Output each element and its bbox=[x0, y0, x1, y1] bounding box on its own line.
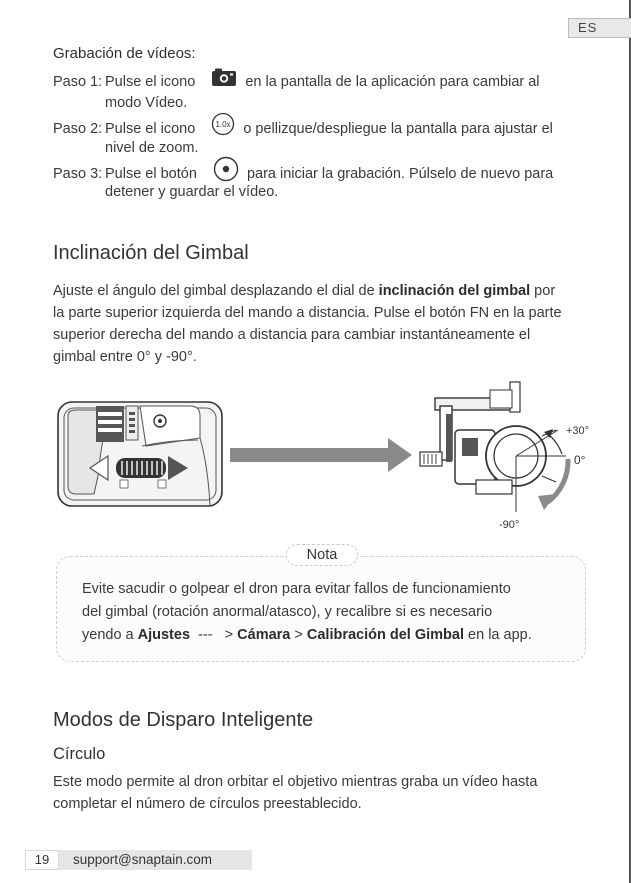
gimbal-illustration: +30° 0° -90° bbox=[57, 381, 589, 531]
video-recording-title: Grabación de vídeos: bbox=[53, 45, 196, 62]
page-edge-rule bbox=[629, 0, 631, 883]
language-tab: ES bbox=[568, 18, 631, 38]
note-line-2: del gimbal (rotación anormal/atasco), y … bbox=[82, 604, 493, 620]
step-1: Paso 1:Pulse el icono en la pantalla de … bbox=[53, 67, 540, 111]
note-separator-1: --- > bbox=[190, 627, 238, 643]
zoom-icon-label: 1.0x bbox=[216, 120, 231, 129]
zoom-level-icon: 1.0x bbox=[211, 112, 235, 143]
step-2-text-post: o pellizque/despliegue la pantalla para … bbox=[243, 120, 553, 137]
step-2-label: Paso 2: bbox=[53, 120, 103, 137]
tilt-angle-indicator: +30° 0° -90° bbox=[499, 425, 589, 531]
note-camera-path: Cámara bbox=[237, 627, 291, 643]
step-2: Paso 2:Pulse el icono 1.0x o pellizque/d… bbox=[53, 112, 553, 156]
direction-arrow bbox=[230, 438, 412, 472]
gimbal-paragraph: Ajuste el ángulo del gimbal desplazando … bbox=[53, 280, 608, 368]
step-3-label: Paso 3: bbox=[53, 165, 103, 182]
step-1-label: Paso 1: bbox=[53, 73, 103, 90]
record-button-icon bbox=[213, 156, 239, 189]
gimbal-line-3: superior derecha del mando a distancia p… bbox=[53, 327, 531, 343]
gimbal-line-4: gimbal entre 0° y -90°. bbox=[53, 349, 197, 365]
gimbal-line-1-c: por bbox=[530, 283, 556, 299]
note-line-3-post: en la app. bbox=[464, 627, 532, 643]
remote-controller-illustration bbox=[57, 401, 223, 507]
page-number: 19 bbox=[25, 850, 59, 870]
circle-line-2: completar el número de círculos preestab… bbox=[53, 796, 362, 812]
note-label: Nota bbox=[286, 544, 358, 566]
smart-modes-heading: Modos de Disparo Inteligente bbox=[53, 709, 314, 731]
angle-label-0: 0° bbox=[574, 453, 586, 467]
step-1-continuation: modo Vídeo. bbox=[105, 95, 188, 111]
note-calibration-path: Calibración del Gimbal bbox=[306, 627, 465, 643]
angle-label-minus90: -90° bbox=[499, 519, 519, 531]
note-line-1: Evite sacudir o golpear el dron para evi… bbox=[82, 581, 511, 597]
circle-mode-subtitle: Círculo bbox=[53, 745, 106, 763]
note-line-3-pre: yendo a bbox=[82, 627, 138, 643]
step-2-text-pre: Pulse el icono bbox=[105, 120, 196, 137]
note-settings-path: Ajustes bbox=[137, 627, 191, 643]
circle-line-1: Este modo permite al dron orbitar el obj… bbox=[53, 774, 538, 790]
video-camera-icon bbox=[211, 67, 237, 94]
step-1-text-post: en la pantalla de la aplicación para cam… bbox=[245, 73, 540, 90]
step-3-text-post: para iniciar la grabación. Púlselo de nu… bbox=[246, 165, 554, 182]
step-3-text-pre: Pulse el botón bbox=[105, 165, 197, 182]
gimbal-camera-illustration bbox=[419, 381, 557, 495]
step-1-text-pre: Pulse el icono bbox=[105, 73, 196, 90]
step-3: Paso 3:Pulse el botón para iniciar la gr… bbox=[53, 156, 554, 200]
angle-label-plus30: +30° bbox=[566, 425, 589, 437]
step-2-continuation: nivel de zoom. bbox=[105, 140, 199, 156]
gimbal-line-2: la parte superior izquierda del mando a … bbox=[53, 305, 562, 321]
gimbal-tilt-heading: Inclinación del Gimbal bbox=[53, 242, 249, 264]
step-3-continuation: detener y guardar el vídeo. bbox=[105, 184, 279, 200]
gimbal-line-1-a: Ajuste el ángulo del gimbal desplazando … bbox=[53, 283, 379, 299]
gimbal-line-1-bold: inclinación del gimbal bbox=[378, 283, 531, 299]
footer-bar: 19 support@snaptain.com bbox=[25, 850, 252, 870]
circle-mode-paragraph: Este modo permite al dron orbitar el obj… bbox=[53, 771, 608, 815]
support-email: support@snaptain.com bbox=[73, 852, 213, 867]
gimbal-line-1: Ajuste el ángulo del gimbal desplazando … bbox=[53, 280, 608, 302]
note-text: Evite sacudir o golpear el dron para evi… bbox=[82, 578, 577, 647]
note-line-3: yendo a Ajustes --- > Cámara > Calibraci… bbox=[82, 624, 577, 647]
note-separator-2: > bbox=[290, 627, 307, 643]
note-box bbox=[56, 556, 586, 662]
